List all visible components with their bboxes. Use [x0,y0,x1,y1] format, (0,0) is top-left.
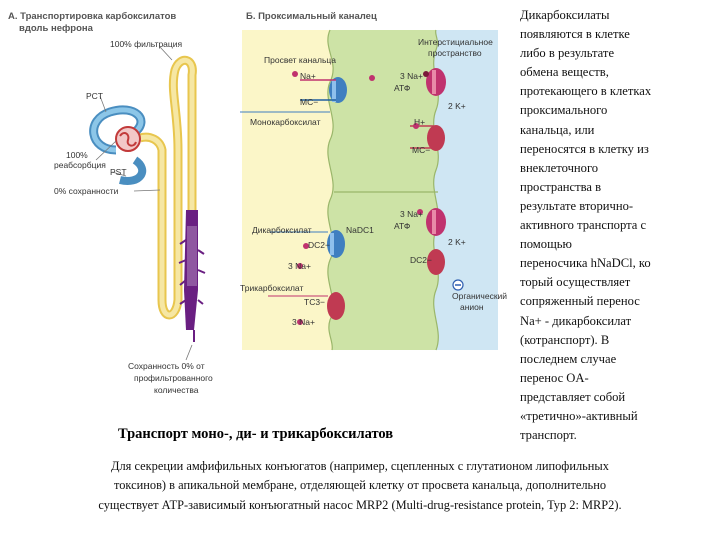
dc2-right-label: DC2− [410,255,432,265]
side-line: помощью [520,237,572,252]
side-line: результате вторично- [520,198,634,213]
side-line: активного транспорта с [520,218,647,233]
side-line: появляются в клетке [520,27,630,42]
panel-b-title: Б. Проксимальный каналец [246,11,377,22]
monocarboxylate-label: Монокарбоксилат [250,117,321,127]
organic-anion-label-line1: Органический [452,291,508,301]
side-line: пространства в [520,179,602,194]
side-line: последнем случае [520,351,617,366]
figure-caption: Транспорт моно-, ди- и трикарбоксилатов [118,426,394,442]
tc3-label: TC3− [304,297,326,307]
retention-label: 0% сохранности [54,186,119,196]
dc2-left-label: DC2− [308,240,330,250]
side-line: переносятся в клетку из [520,141,649,156]
pst-label: PST [110,167,127,177]
mc-minus-label: MC− [300,97,319,107]
side-line: протекающего в клетках [520,84,652,99]
figure-graphics [89,29,498,361]
three-na-2-label: 3 Na+ [400,209,423,219]
side-line: торый осуществляет [520,275,631,290]
transporter-na-mc [300,77,347,103]
side-line: сопряженный перенос [520,294,640,309]
side-line: «третично»-активный [520,408,638,423]
side-line: обмена веществ, [520,65,609,80]
panel-a-title-line2: вдоль нефрона [19,23,93,34]
side-line: Na+ - дикарбоксилат [520,313,632,328]
side-line: внеклеточного [520,160,599,175]
side-line: переносчика hNaDCl, ко [520,256,651,271]
atp-2-label: АТФ [394,221,411,231]
filtration-label: 100% фильтрация [110,39,183,49]
bottom-line: существует АТР-зависимый конъюгатный нас… [98,497,622,512]
organic-anion-label-line2: анион [460,302,484,312]
side-line: представляет собой [520,389,626,404]
transporter-tc [327,292,345,320]
transporter-dc-out [427,249,445,275]
side-line: (котранспорт). В [520,332,610,347]
reabsorption-label-line2: реабсорбция [54,160,106,170]
side-line: Дикарбоксилаты [520,8,610,22]
three-na-left-label: 3 Na+ [288,261,311,271]
pump-na-k-1 [423,68,446,96]
interstitial-label-line2: пространство [428,48,482,58]
side-paragraph: Дикарбоксилаты появляются в клетке либо … [520,6,690,445]
side-line: канальца, или [520,122,595,137]
panel-a-title-line1: А. Транспортировка карбоксилатов [8,11,177,22]
three-na-1-label: 3 Na+ [400,71,423,81]
tricarboxylate-label: Трикарбоксилат [240,283,304,293]
mc-minus-right-label: MC− [412,145,431,155]
figure: А. Транспортировка карбоксилатов вдоль н… [0,0,510,395]
side-line: транспорт. [520,428,577,443]
preserved-label-line2: профильтрованного [134,373,213,383]
pump-na-k-2 [426,208,446,236]
two-k-2-label: 2 K+ [448,237,466,247]
pct-label: PCT [86,91,103,101]
side-line: либо в результате [520,46,615,61]
atp-1-label: АТФ [394,83,411,93]
reabsorption-label-line1: 100% [66,150,88,160]
organic-anion-symbol [452,279,464,291]
side-line: перенос OA- [520,370,589,385]
na-plus-label: Na+ [300,71,316,81]
interstitial-label-line1: Интерстициальное [418,37,493,47]
two-k-1-label: 2 K+ [448,101,466,111]
bottom-line: Для секреции амфифильных конъюгатов (нап… [111,459,609,473]
preserved-label-line1: Сохранность 0% от [128,361,205,371]
nadc1-label: NaDC1 [346,225,374,235]
transporter-nadc1 [327,230,345,258]
side-line: проксимального [520,103,608,118]
lumen-label: Просвет канальца [264,55,336,65]
tubule-diagram [240,29,498,351]
bottom-line: токсинов) в апикальной мембране, отделяю… [113,478,607,493]
bottom-paragraph: Для секреции амфифильных конъюгатов (нап… [14,457,706,515]
h-plus-label: H+ [414,117,426,127]
three-na-bottom-label: 3 Na+ [292,317,315,327]
nephron-diagram [89,56,206,342]
dicarboxylate-label: Дикарбоксилат [252,225,312,235]
preserved-label-line3: количества [154,385,199,395]
